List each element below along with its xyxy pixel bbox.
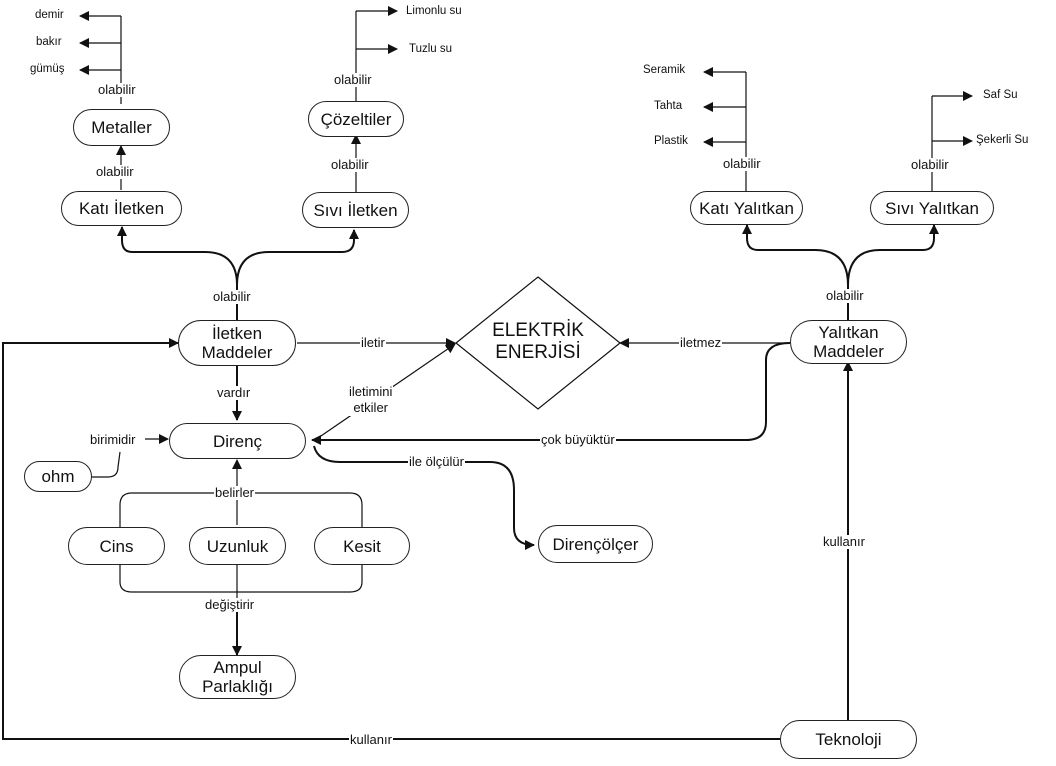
link-kullanir-bottom: kullanır xyxy=(349,732,393,747)
link-etkiler-line2: etkiler xyxy=(353,400,389,415)
node-teknoloji-label: Teknoloji xyxy=(815,730,882,749)
link-vardir: vardır xyxy=(216,385,252,400)
link-iletimini-line1: iletimini xyxy=(349,384,393,399)
node-direncolcer[interactable]: Dirençölçer xyxy=(538,525,653,563)
node-yalitkan-maddeler[interactable]: Yalıtkan Maddeler xyxy=(790,320,907,364)
node-cins-label: Cins xyxy=(99,536,134,556)
node-sivi-yalitkan[interactable]: Sıvı Yalıtkan xyxy=(870,191,994,225)
node-metaller[interactable]: Metaller xyxy=(73,109,170,146)
node-kesit-label: Kesit xyxy=(343,536,381,556)
link-ile-olculur: ile ölçülür xyxy=(408,454,465,469)
link-olabilir-kati-metaller: olabilir xyxy=(95,164,135,179)
leaf-seramik: Seramik xyxy=(643,64,686,76)
center-line1: ELEKTRİK xyxy=(492,320,584,341)
leaf-plastik: Plastik xyxy=(654,135,688,147)
node-sivi-iletken-label: Sıvı İletken xyxy=(313,200,398,220)
node-sivi-yalitkan-label: Sıvı Yalıtkan xyxy=(885,198,979,218)
link-olabilir-yalitkan: olabilir xyxy=(825,288,865,303)
node-ohm[interactable]: ohm xyxy=(24,461,92,492)
node-metaller-label: Metaller xyxy=(91,118,152,137)
node-ohm-label: ohm xyxy=(41,467,75,486)
node-ampul-line1: Ampul xyxy=(213,658,262,677)
link-belirler: belirler xyxy=(214,485,256,500)
node-cins[interactable]: Cins xyxy=(68,527,165,565)
node-iletken-line2: Maddeler xyxy=(201,343,273,362)
edge-iletken-split xyxy=(117,226,238,320)
node-uzunluk-label: Uzunluk xyxy=(206,536,269,556)
node-ampul-parlakligi[interactable]: Ampul Parlaklığı xyxy=(179,655,296,699)
link-iletmez: iletmez xyxy=(679,335,723,350)
link-olabilir-liquid-insulators: olabilir xyxy=(910,157,950,172)
elektrik-enerjisi-label: ELEKTRİK ENERJİSİ xyxy=(470,320,606,364)
link-iletimini-etkiler: iletimini etkiler xyxy=(348,384,394,416)
link-birimidir: birimidir xyxy=(89,432,137,447)
link-cok-buyuktur: çok büyüktür xyxy=(540,432,616,447)
link-kullanir-vertical: kullanır xyxy=(822,534,866,549)
node-kati-iletken[interactable]: Katı İletken xyxy=(61,191,182,226)
link-olabilir-iletken: olabilir xyxy=(212,289,252,304)
node-iletken-maddeler[interactable]: İletken Maddeler xyxy=(178,320,296,366)
link-olabilir-solutions: olabilir xyxy=(333,72,373,87)
link-iletir: iletir xyxy=(360,335,386,350)
node-cozeltiler-label: Çözeltiler xyxy=(320,109,392,129)
node-direncolcer-label: Dirençölçer xyxy=(552,534,639,554)
node-kati-iletken-label: Katı İletken xyxy=(78,199,165,218)
node-uzunluk[interactable]: Uzunluk xyxy=(189,527,286,565)
leaf-bakir: bakır xyxy=(36,36,62,48)
node-yalitkan-line1: Yalıtkan xyxy=(818,323,879,342)
node-sivi-iletken[interactable]: Sıvı İletken xyxy=(302,192,409,228)
node-ampul-line2: Parlaklığı xyxy=(202,677,273,696)
node-direnc-label: Direnç xyxy=(212,431,263,451)
node-kesit[interactable]: Kesit xyxy=(314,527,410,565)
leaf-demir: demir xyxy=(35,9,64,21)
node-teknoloji[interactable]: Teknoloji xyxy=(780,720,917,759)
leaf-saf-su: Saf Su xyxy=(983,89,1018,101)
elektrik-enerjisi-diamond xyxy=(455,276,621,410)
link-olabilir-sivi-cozeltiler: olabilir xyxy=(330,157,370,172)
leaf-tuzlu-su: Tuzlu su xyxy=(409,43,453,55)
link-degistirir: değiştirir xyxy=(204,597,256,612)
leaf-tahta: Tahta xyxy=(654,100,683,112)
link-olabilir-metals: olabilir xyxy=(97,82,137,97)
leaf-sekerli-su: Şekerli Su xyxy=(976,134,1029,146)
node-direnc[interactable]: Direnç xyxy=(169,423,306,459)
node-yalitkan-line2: Maddeler xyxy=(813,342,884,361)
link-olabilir-solid-insulators: olabilir xyxy=(722,156,762,171)
leaf-limonlu-su: Limonlu su xyxy=(406,5,462,17)
node-kati-yalitkan[interactable]: Katı Yalıtkan xyxy=(690,191,803,225)
center-line2: ENERJİSİ xyxy=(495,342,581,363)
node-cozeltiler[interactable]: Çözeltiler xyxy=(308,101,404,137)
node-iletken-line1: İletken xyxy=(211,324,263,343)
node-kati-yalitkan-label: Katı Yalıtkan xyxy=(699,198,794,218)
leaf-gumus: gümüş xyxy=(30,63,65,75)
